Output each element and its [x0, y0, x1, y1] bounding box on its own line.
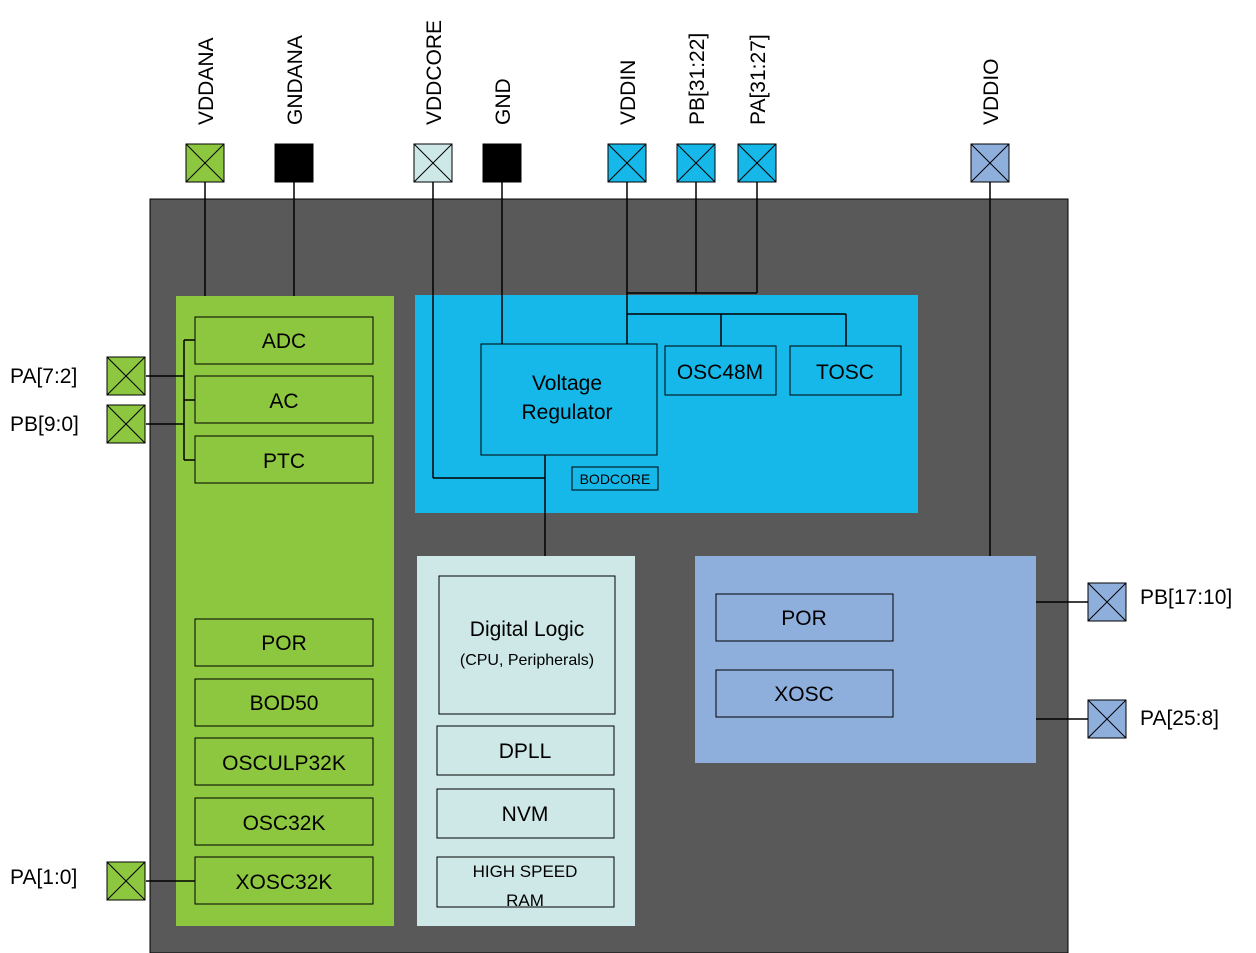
osc48m-block: OSC48M — [664, 345, 777, 396]
pin-vddana: VDDANA — [185, 37, 225, 183]
pin-pa-7-2: PA[7:2] — [10, 356, 146, 396]
nvm-block: NVM — [436, 788, 615, 839]
xosc-label: XOSC — [774, 683, 834, 706]
pin-pb-17-10: PB[17:10] — [1087, 582, 1232, 622]
pin-pb-31-22: PB[31:22] — [676, 33, 716, 183]
pin-pb-31-22-label: PB[31:22] — [686, 33, 709, 125]
xosc-block: XOSC — [715, 669, 894, 718]
tosc-block: TOSC — [789, 345, 902, 396]
bod50-label: BOD50 — [250, 692, 319, 715]
pin-pa-25-8: PA[25:8] — [1087, 699, 1219, 739]
osc48m-label: OSC48M — [677, 361, 763, 384]
pin-gndana: GNDANA — [274, 35, 314, 183]
bod50-block: BOD50 — [194, 678, 374, 727]
osc32k-block: OSC32K — [194, 797, 374, 846]
voltage-regulator-label-line1: Voltage — [532, 372, 602, 395]
dpll-block: DPLL — [436, 725, 615, 776]
dpll-label: DPLL — [499, 740, 552, 763]
pin-pa-1-0: PA[1:0] — [10, 861, 146, 901]
ptc-label: PTC — [263, 450, 305, 473]
xosc32k-label: XOSC32K — [236, 871, 333, 894]
vddio-domain — [695, 556, 1036, 763]
digital-logic-sublabel: (CPU, Peripherals) — [460, 652, 594, 669]
pin-vddio-label: VDDIO — [980, 58, 1003, 125]
high-speed-ram-block: HIGH SPEED RAM — [436, 856, 615, 910]
voltage-regulator-block: Voltage Regulator — [480, 343, 658, 456]
por-vddio-block: POR — [715, 593, 894, 642]
ptc-block: PTC — [194, 435, 374, 484]
pin-vddana-label: VDDANA — [195, 37, 218, 125]
pin-pb-9-0: PB[9:0] — [10, 404, 146, 444]
pin-vddcore-label: VDDCORE — [423, 20, 446, 125]
bodcore-block: BODCORE — [571, 466, 659, 491]
voltage-regulator-label-line2: Regulator — [521, 401, 612, 424]
pin-pb-9-0-label: PB[9:0] — [10, 413, 79, 436]
tosc-label: TOSC — [816, 361, 874, 384]
xosc32k-block: XOSC32K — [194, 856, 374, 905]
adc-label: ADC — [262, 330, 306, 353]
pin-vddin: VDDIN — [607, 60, 647, 183]
high-speed-ram-label-line1: HIGH SPEED — [473, 862, 578, 881]
pin-vddcore: VDDCORE — [413, 20, 453, 183]
wires — [146, 182, 1088, 882]
pin-pa-25-8-label: PA[25:8] — [1140, 707, 1219, 730]
osculp32k-label: OSCULP32K — [222, 752, 346, 775]
bodcore-label: BODCORE — [580, 471, 651, 487]
ac-label: AC — [269, 390, 298, 413]
pin-vddin-label: VDDIN — [617, 60, 640, 125]
adc-block: ADC — [194, 316, 374, 365]
nvm-label: NVM — [502, 803, 549, 826]
pin-gndana-label: GNDANA — [284, 35, 307, 125]
osculp32k-block: OSCULP32K — [194, 737, 374, 786]
pin-gnd-label: GND — [492, 78, 515, 125]
pin-pa-31-27: PA[31:27] — [737, 34, 777, 183]
pin-pa-31-27-label: PA[31:27] — [747, 34, 770, 125]
pin-gnd: GND — [482, 78, 522, 183]
pin-pa-1-0-label: PA[1:0] — [10, 866, 77, 889]
por-analog-block: POR — [194, 618, 374, 667]
pin-vddio: VDDIO — [970, 58, 1010, 183]
high-speed-ram-label-line2: RAM — [506, 891, 544, 910]
ac-block: AC — [194, 375, 374, 424]
pin-pb-17-10-label: PB[17:10] — [1140, 586, 1232, 609]
pin-pa-7-2-label: PA[7:2] — [10, 365, 77, 388]
por-vddio-label: POR — [781, 607, 827, 630]
digital-logic-block: Digital Logic (CPU, Peripherals) — [438, 575, 616, 715]
por-analog-label: POR — [261, 632, 307, 655]
osc32k-label: OSC32K — [243, 812, 326, 835]
digital-logic-label: Digital Logic — [470, 618, 584, 641]
